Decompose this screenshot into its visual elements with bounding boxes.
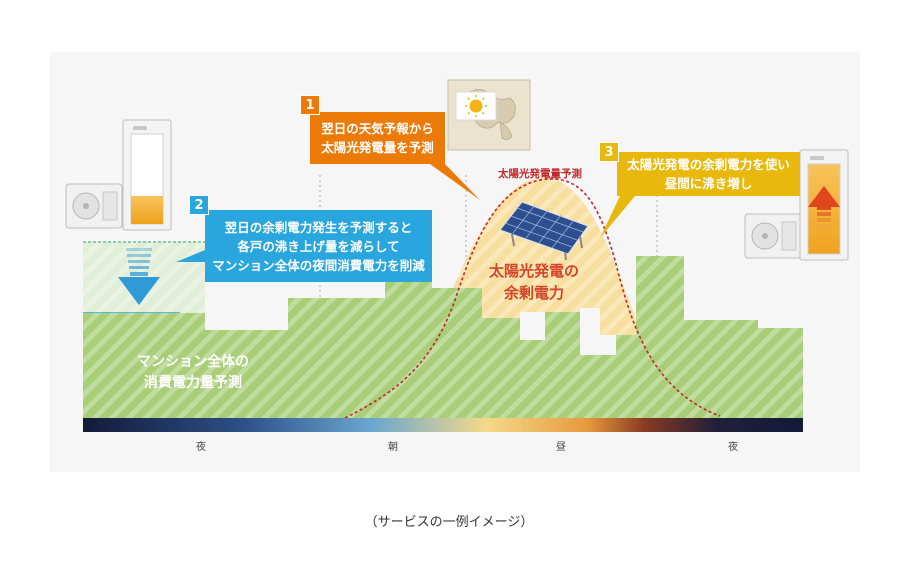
callout-2-text: 翌日の余剰電力発生を予測すると 各戸の沸き上げ量を減らして マンション全体の夜間…: [205, 210, 432, 282]
callout-2-line-1: 翌日の余剰電力発生を予測すると: [224, 219, 413, 235]
callout-2-bubble: [176, 210, 432, 282]
callout-1-bubble: [310, 112, 480, 200]
time-label-night-start: 夜: [196, 442, 206, 453]
surplus-label-line-1: 太陽光発電の: [488, 262, 579, 280]
callout-3-text: 太陽光発電の余剰電力を使い 昼間に沸き増し: [617, 152, 800, 196]
callout-3-line-2: 昼間に沸き増し: [664, 176, 753, 191]
outdoor-unit-icon: [744, 213, 802, 259]
consumption-label-line-2: 消費電力量予測: [144, 375, 242, 391]
time-label-noon: 昼: [556, 442, 566, 453]
water-heater-icon: [122, 119, 172, 231]
step-3-badge: 3: [599, 142, 619, 162]
callout-1-line-1: 翌日の天気予報から: [321, 121, 434, 136]
solar-forecast-label: 太陽光発電量予測: [498, 168, 582, 180]
solar-forecast-curve: [344, 178, 721, 419]
consumption-label: マンション全体の 消費電力量予測: [118, 352, 268, 394]
solar-panel-icon: [499, 201, 589, 261]
arrow-up-icon: [808, 186, 840, 228]
step-1-badge: 1: [300, 95, 320, 115]
callout-2-line-2: 各戸の沸き上げ量を減らして: [237, 238, 400, 254]
callout-2-line-3: マンション全体の夜間消費電力を削減: [212, 257, 425, 273]
outdoor-unit-icon: [65, 183, 123, 229]
callout-1-line-2: 太陽光発電量を予測: [321, 140, 434, 155]
callout-3-bubble: [600, 152, 800, 238]
time-label-night-end: 夜: [728, 442, 738, 453]
consumption-label-line-1: マンション全体の: [137, 354, 249, 370]
step-2-badge: 2: [189, 195, 209, 215]
arrow-down-icon: [118, 248, 160, 305]
weather-map-icon: [447, 79, 531, 151]
callout-1-text: 翌日の天気予報から 太陽光発電量を予測: [310, 112, 445, 164]
callout-3-line-1: 太陽光発電の余剰電力を使い: [627, 157, 790, 172]
surplus-label-line-2: 余剰電力: [503, 284, 564, 302]
surplus-label: 太陽光発電の 余剰電力: [478, 260, 590, 304]
time-label-morning: 朝: [388, 442, 398, 453]
time-bar: [83, 418, 803, 432]
figure-caption: （サービスの一例イメージ）: [364, 515, 534, 530]
